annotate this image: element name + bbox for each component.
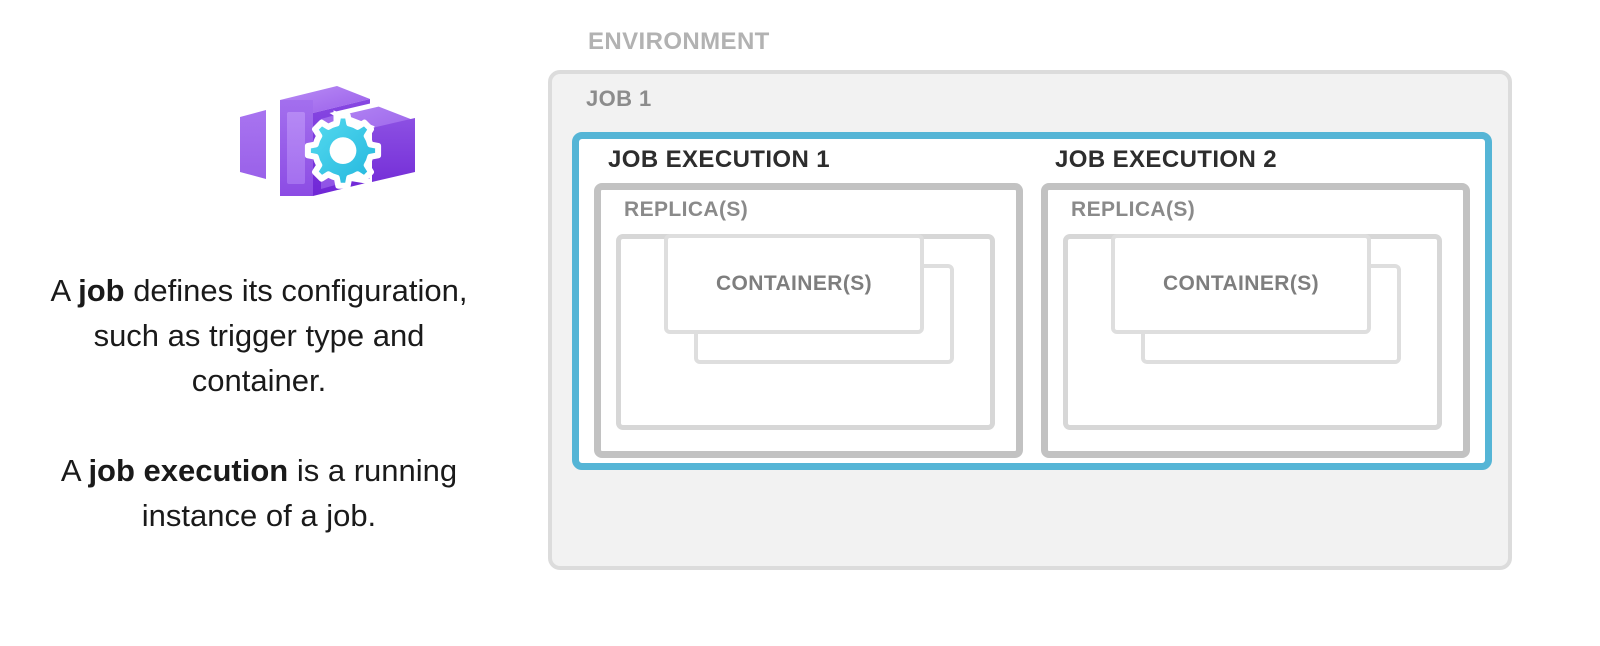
environment-label: ENVIRONMENT — [588, 28, 770, 55]
description-text: A job defines its configuration, such as… — [38, 268, 480, 538]
replica-label: REPLICA(S) — [624, 198, 749, 221]
text-segment: is a running instance of a job. — [141, 453, 458, 533]
container-box-front: CONTAINER(S) — [1111, 234, 1371, 334]
azure-container-apps-job-icon — [240, 86, 418, 204]
job-execution-column: JOB EXECUTION 2 REPLICA(S) CONTAINER(S) — [1041, 146, 1470, 458]
container-label: CONTAINER(S) — [1162, 272, 1320, 295]
paragraph-job-definition: A job defines its configuration, such as… — [38, 268, 480, 403]
container-label: CONTAINER(S) — [715, 272, 873, 295]
job-execution-column: JOB EXECUTION 1 REPLICA(S) CONTAINER(S) — [594, 146, 1023, 458]
replica-label: REPLICA(S) — [1071, 198, 1196, 221]
text-segment: defines its configuration, such as trigg… — [93, 273, 468, 398]
paragraph-job-execution: A job execution is a running instance of… — [38, 448, 480, 538]
text-segment-bold: job — [78, 273, 125, 308]
text-segment-bold: job execution — [88, 453, 289, 488]
left-info-panel: A job defines its configuration, such as… — [0, 0, 500, 646]
job-execution-label: JOB EXECUTION 1 — [608, 146, 831, 173]
container-box-front: CONTAINER(S) — [664, 234, 924, 334]
job-execution-label: JOB EXECUTION 2 — [1055, 146, 1278, 173]
job-label: JOB 1 — [586, 86, 652, 111]
job-executions-row: JOB EXECUTION 1 REPLICA(S) CONTAINER(S) … — [594, 146, 1470, 458]
text-segment: A — [60, 453, 89, 488]
text-segment: A — [50, 273, 79, 308]
